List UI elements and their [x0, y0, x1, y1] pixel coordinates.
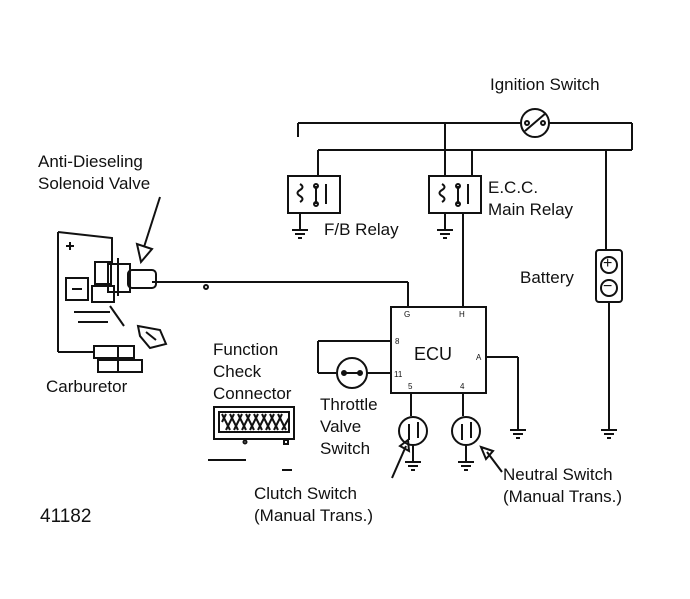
ecu-pin-8: 8 — [395, 337, 400, 346]
neutral-switch-label-line1: Neutral Switch — [503, 465, 613, 484]
throttle-label-line1: Throttle — [320, 395, 378, 414]
anti-dieseling-arrow — [135, 196, 161, 265]
ecu-box — [390, 306, 487, 394]
throttle-label-line2: Valve — [320, 417, 362, 436]
ignition-switch-label: Ignition Switch — [490, 75, 600, 94]
clutch-switch-symbol — [391, 393, 428, 479]
function-check-label-line3: Connector — [213, 384, 292, 403]
ignition-switch-symbol — [520, 108, 550, 138]
neutral-switch-symbol — [451, 393, 503, 473]
function-check-label-line2: Check — [213, 362, 262, 381]
figure-number: 41182 — [40, 506, 92, 527]
battery-symbol — [595, 249, 623, 439]
ecu-pin-4: 4 — [460, 382, 465, 391]
throttle-label-line3: Switch — [320, 439, 371, 458]
power-bus — [297, 122, 633, 250]
ecu-label: ECU — [414, 344, 453, 364]
ecu-pin-5: 5 — [408, 382, 413, 391]
battery-label: Battery — [520, 268, 574, 287]
throttle-switch-symbol — [317, 340, 391, 389]
battery-positive-symbol: + — [603, 255, 613, 272]
ecc-relay-label-line1: E.C.C. — [488, 178, 539, 197]
ecc-main-relay-symbol — [428, 175, 482, 307]
anti-dieseling-label-line1: Anti-Dieseling — [38, 152, 143, 171]
anti-dieseling-label-line2: Solenoid Valve — [38, 174, 151, 193]
clutch-switch-label-line1: Clutch Switch — [254, 484, 357, 503]
ecc-relay-label-line2: Main Relay — [488, 200, 574, 219]
neutral-switch-label-line2: (Manual Trans.) — [503, 487, 623, 506]
function-check-label-line1: Function — [213, 340, 279, 359]
carburetor-label: Carburetor — [46, 377, 128, 396]
ecu-pin-11: 11 — [394, 370, 403, 379]
ecu-pin-h: H — [459, 310, 465, 319]
ecu-pin-a: A — [476, 353, 482, 362]
function-check-connector-symbol — [208, 406, 295, 471]
solenoid-valve-body — [107, 258, 157, 296]
solenoid-wire — [152, 281, 409, 307]
battery-negative-symbol: − — [603, 278, 613, 295]
fb-relay-symbol — [287, 175, 341, 239]
fb-relay-label: F/B Relay — [324, 220, 399, 239]
ecu-ground-wire — [486, 356, 526, 439]
clutch-switch-label-line2: (Manual Trans.) — [254, 506, 374, 525]
ecu-pin-g: G — [404, 310, 411, 319]
carburetor-drawing — [57, 231, 168, 373]
